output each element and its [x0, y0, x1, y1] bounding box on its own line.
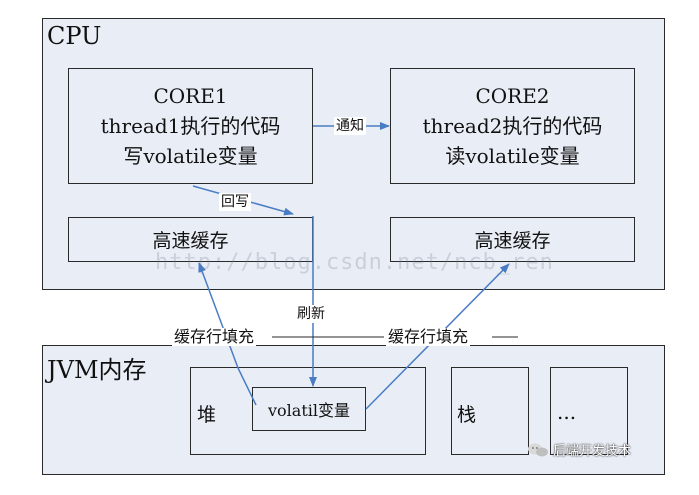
brand-mark: 后端开发技术 [527, 440, 631, 459]
jvm-title: JVM内存 [47, 356, 147, 384]
stack-label: 栈 [457, 404, 477, 426]
cache1-label: 高速缓存 [152, 230, 229, 252]
cpu-title: CPU [47, 22, 102, 50]
volatile-variable-box: volatil变量 [252, 387, 366, 431]
core2-box: CORE2 thread2执行的代码 读volatile变量 [390, 68, 635, 184]
fill-left-label: 缓存行填充 [172, 327, 257, 346]
stack-box [451, 367, 529, 455]
notify-label: 通知 [334, 117, 366, 135]
wechat-icon [528, 443, 548, 456]
core1-action-line: 写volatile变量 [123, 144, 258, 168]
brand-text: 后端开发技术 [553, 444, 632, 459]
core2-action-line: 读volatile变量 [445, 144, 580, 168]
core1-thread-line: thread1执行的代码 [100, 114, 281, 138]
core1-box: CORE1 thread1执行的代码 写volatile变量 [68, 68, 313, 184]
more-box [550, 367, 628, 455]
watermark-text: http://blog.csdn.net/ncb_ren [155, 250, 554, 275]
core2-thread-line: thread2执行的代码 [422, 114, 603, 138]
fill-right-label: 缓存行填充 [386, 327, 471, 346]
cache1-box: 高速缓存 [68, 217, 313, 262]
core2-name: CORE2 [475, 84, 550, 108]
heap-box [190, 367, 426, 455]
core1-name: CORE1 [153, 84, 228, 108]
cache2-label: 高速缓存 [474, 230, 551, 252]
writeback-label: 回写 [219, 193, 251, 211]
heap-label: 堆 [197, 404, 217, 426]
more-label: ... [557, 400, 577, 424]
cache2-box: 高速缓存 [390, 217, 635, 262]
refresh-label: 刷新 [295, 305, 327, 323]
volatile-variable-label: volatil变量 [268, 401, 350, 420]
fill-left-arrow [198, 262, 257, 406]
